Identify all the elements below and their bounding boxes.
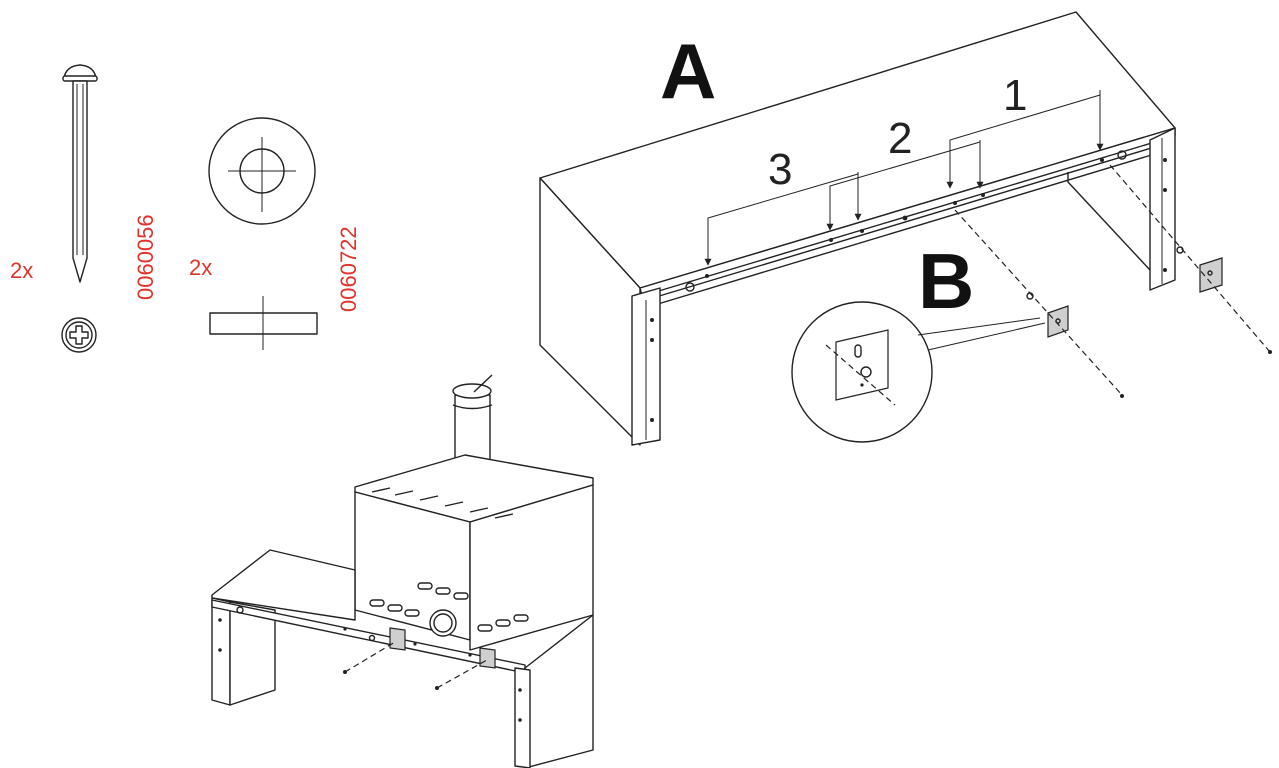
step-2-leader [826, 140, 984, 231]
washer-part [208, 117, 318, 350]
step-label-1: 1 [1003, 71, 1027, 120]
assembly-label-a: A [660, 27, 716, 115]
base-frame [211, 549, 594, 768]
screw-path-right [1109, 164, 1271, 353]
step-label-3: 3 [768, 145, 792, 194]
lower-bracket-left [368, 627, 406, 651]
screw-part-code: 0060056 [133, 214, 158, 300]
lower-screw-path-left [344, 641, 396, 673]
vent-slots [369, 582, 529, 632]
screw-quantity: 2x [10, 258, 33, 283]
step-3-leader [704, 172, 862, 266]
washer-quantity: 2x [189, 255, 212, 280]
step-label-2: 2 [888, 114, 912, 163]
screw-part [61, 64, 98, 353]
screw-head-icon [61, 317, 97, 353]
washer-part-code: 0060722 [336, 226, 361, 312]
step-1-leader [946, 90, 1104, 189]
lower-bracket-right [479, 647, 496, 669]
bracket-right [1176, 246, 1223, 293]
screw-path-left [954, 209, 1123, 396]
motor-box [354, 454, 594, 651]
bracket-left [1026, 292, 1069, 338]
detail-label-b: B [918, 237, 974, 325]
detail-b-magnifier [791, 301, 1046, 443]
hood-cover-assembly [539, 11, 1176, 446]
